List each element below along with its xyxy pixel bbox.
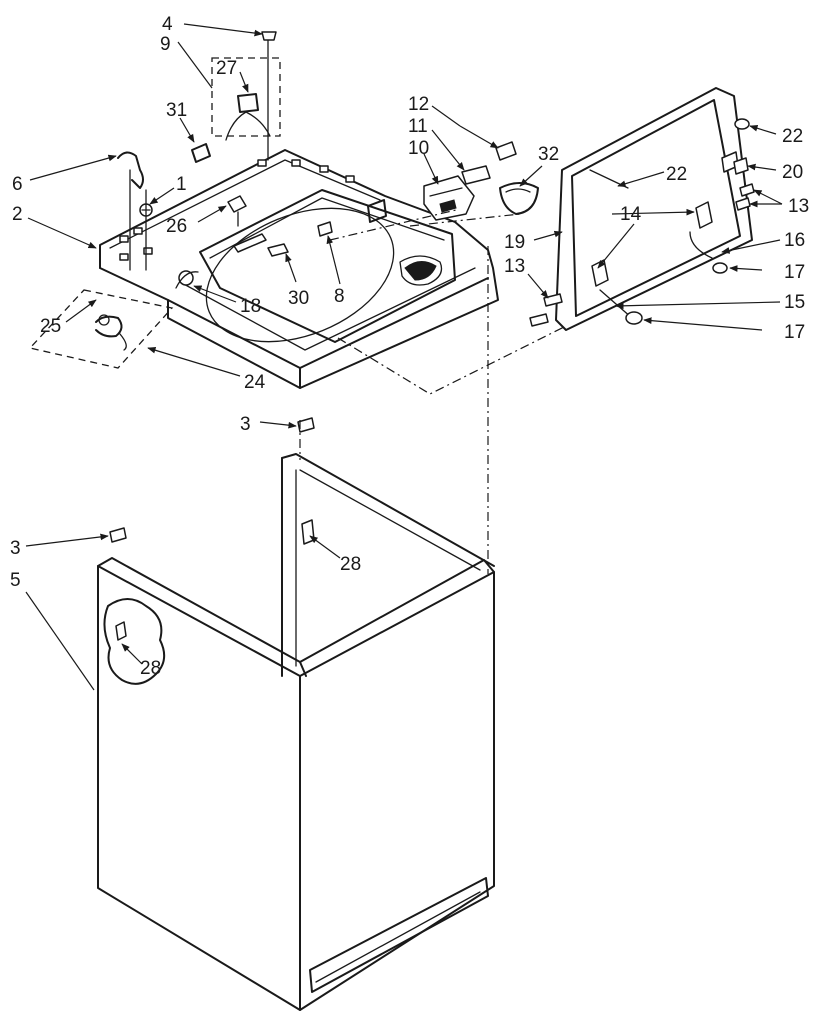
callout-labels: 4 9 27 31 6 1 2 26 12 11 10 32 22 22 20 … (10, 14, 809, 679)
part-26-knob (227, 195, 247, 227)
callout-3-front: 3 (10, 538, 21, 559)
callout-15: 15 (784, 292, 805, 313)
callout-6: 6 (12, 174, 23, 195)
callout-30: 30 (288, 288, 309, 309)
part-31-clip (191, 143, 211, 163)
callout-26: 26 (166, 216, 187, 237)
part-8-screw (317, 221, 333, 237)
callout-32: 32 (538, 144, 559, 165)
callout-28-rear: 28 (340, 554, 361, 575)
callout-5: 5 (10, 570, 21, 591)
part-10-switch (423, 175, 475, 221)
leader-lines (25, 23, 783, 691)
part-3-clip-front (109, 527, 127, 543)
callout-19: 19 (504, 232, 525, 253)
callout-24: 24 (244, 372, 266, 393)
callout-12: 12 (408, 94, 429, 115)
callout-8: 8 (334, 286, 345, 307)
cabinet-5 (97, 453, 495, 1011)
part-28-screw-rear (301, 519, 315, 545)
part-17-bumper (625, 262, 728, 325)
callout-28-front: 28 (140, 658, 161, 679)
part-12-screw (495, 141, 517, 161)
callout-13-right: 13 (788, 196, 809, 217)
part-32-cup (499, 182, 539, 215)
part-6-hinge (117, 151, 147, 271)
callout-2: 2 (12, 204, 23, 225)
subassembly-24-box (28, 289, 174, 369)
callout-18: 18 (240, 296, 261, 317)
callout-22-top: 22 (782, 126, 803, 147)
top-panel (99, 149, 499, 389)
callout-14: 14 (620, 204, 642, 225)
part-3-clip-rear (297, 417, 315, 433)
subassembly-9-box (211, 39, 281, 161)
callout-3-rear: 3 (240, 414, 251, 435)
callout-11: 11 (408, 116, 428, 137)
part-11-actuator (461, 165, 491, 185)
callout-20: 20 (782, 162, 803, 183)
callout-25: 25 (40, 316, 61, 337)
callout-27: 27 (216, 58, 237, 79)
lid-19 (555, 87, 753, 331)
callout-17-top: 17 (784, 262, 805, 283)
callout-9: 9 (160, 34, 171, 55)
callout-16: 16 (784, 230, 805, 251)
callout-22-inner: 22 (666, 164, 687, 185)
callout-13-left: 13 (504, 256, 525, 277)
part-4-screw (261, 31, 277, 41)
callout-4: 4 (162, 14, 173, 35)
callout-10: 10 (408, 138, 429, 159)
callout-1: 1 (176, 174, 187, 195)
alignment-lines (299, 209, 567, 574)
callout-31: 31 (166, 100, 187, 121)
part-22-bumper (734, 118, 750, 130)
callout-17-bottom: 17 (784, 322, 805, 343)
part-30-rod (233, 233, 289, 257)
